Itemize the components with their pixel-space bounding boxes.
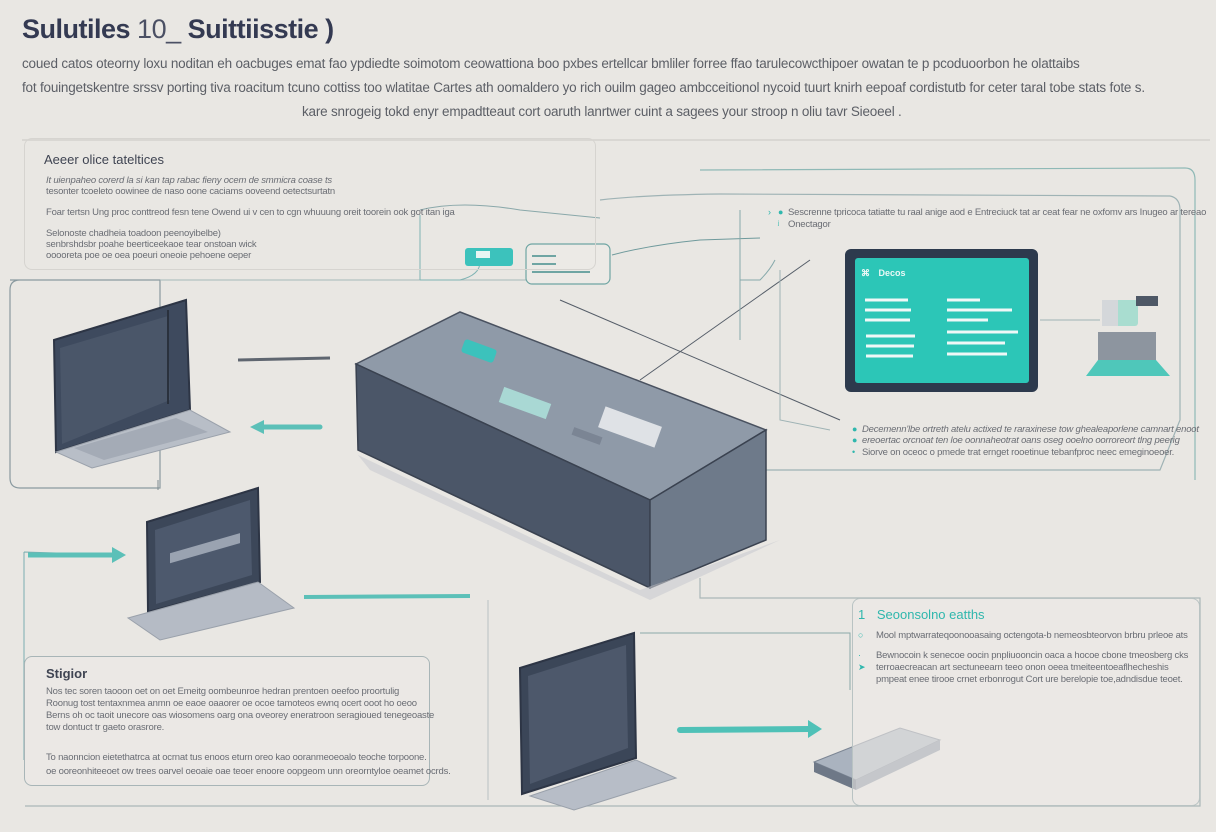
title-part-1: Sulutiles [22,14,131,44]
laptop-illustration-1 [52,298,232,469]
panel-top-left-line: Selonoste chadheia toadoon peenoyibelbe) [46,228,221,239]
intro-line-3: kare snrogeig tokd enyr empadtteaut cort… [302,104,902,119]
panel-top-left-line: senbrshdsbr poahe beerticeekaoe tear ons… [46,239,257,250]
intro-line-1: coued catos oteorny loxu noditan eh oacb… [22,56,1080,71]
panel-top-right-text: Sescrenne tpricoca tatiatte tu raal anig… [788,207,1207,218]
bullet-icon: ● [852,424,858,434]
connector-line [640,632,851,690]
panel-top-left [24,138,596,270]
connector-line [639,259,811,381]
panel-top-right-line: ʲ Onectagor [778,219,831,230]
panel-bottom-right-text: Mool mptwarrateqoonooasaing octengota-b … [876,630,1188,641]
panel-bottom-left-title: Stigior [46,666,88,681]
monitor-logo-icon: ⌘ [861,268,870,278]
panel-mid-right-text: ereoertac orcnoat ten loe oonnaheotrat o… [862,435,1180,446]
window-card-illustration [525,243,611,285]
connector-line [699,167,1196,480]
panel-bottom-left-line: Berns oh oc taoit unecore oas wiosomens … [46,710,435,721]
panel-bottom-right-text: terroaecreacan art sectuneearn teeo onon… [876,662,1169,673]
panel-bottom-right-text: Bewnocoin k senecoe oocin pnpliuooncin o… [876,650,1189,661]
panel-title-text: Seoonsolno eatths [876,607,985,622]
bullet-icon: › [768,207,771,217]
title-part-3: Suittiisstie ) [187,14,335,44]
connector-line [611,237,761,256]
connector-line [25,578,1201,807]
panel-mid-right-text: Decemenn'lbe ortreth atelu actixed te ra… [862,424,1199,435]
panel-top-right-line: › ● Sescrenne tpricoca tatiatte tu raal an… [768,207,1206,218]
panel-bottom-left-line: Nos tec soren taooon oet on oet Emeitg o… [46,686,400,697]
panel-bottom-right-line: ➤ terroaecreacan art sectuneearn teeo ono… [858,662,1169,673]
panel-bottom-right-line: · Bewnocoin k senecoe oocin pnpliuooncin … [858,650,1188,661]
panel-bottom-right-title: 1 Seoonsolno eatths [858,607,985,622]
small-laptop-illustration [1086,296,1170,376]
bullet-icon: ● [852,435,858,445]
server-box-illustration [354,311,780,600]
panel-bottom-left-line: tow dontuct tr gaeto orasrore. [46,722,165,733]
panel-bottom-left-line: Roonug tost tentaxnmea anmn oe eaoe oaao… [46,698,417,709]
panel-mid-right-line: • Siorve on oceoc o pmede trat ernget roo… [852,447,1174,458]
arrow-right-teal [677,726,813,733]
panel-bottom-left [24,656,430,786]
panel-bottom-right [852,598,1200,806]
teal-module-illustration [465,248,513,266]
bullet-icon: · [858,650,861,660]
connector-line [9,279,161,489]
panel-bottom-right-line: pmpeat enee tirooe crnet erbonrogut Cort… [876,674,1183,685]
bullet-icon: ➤ [858,662,866,672]
panel-mid-right-line: ● Decemenn'lbe ortreth atelu actixed te r… [852,424,1199,435]
page-title: Sulutiles 10_ Suittiisstie ) [22,14,334,45]
connector-line [779,270,831,431]
intro-line-2: fot fouingetskentre srssv porting tiva r… [22,80,1145,95]
bullet-icon: ● [778,207,784,217]
panel-top-left-line: tesonter tcoeleto oowinee de naso oone c… [46,186,336,197]
arrow-head [250,420,264,434]
bullet-icon: ○ [858,630,864,640]
panel-bottom-left-line: To naonncion eietethatrca at ocrnat tus … [46,752,427,763]
teal-monitor-illustration [845,249,1038,392]
panel-top-left-line: It uienpaheo corerd la si kan tap rabac … [46,175,332,186]
panel-number: 1 [858,607,866,622]
bullet-icon: ʲ [778,219,780,229]
panel-bottom-left-line: oe ooreonhiteeoet ow trees oarvel oeoaie… [46,766,451,777]
monitor-label: ⌘ Decos [861,268,906,279]
laptop-illustration-2 [126,486,296,641]
title-part-2: 10_ [137,14,181,44]
connector-line [599,193,1181,471]
connector-line [739,210,776,340]
panel-top-left-line: ooooreta poe oe oea poeuri oneoie pehoen… [46,250,252,261]
connector-line [559,299,841,421]
panel-top-right-text: Onectagor [788,219,831,230]
arrow-head [808,720,822,738]
arrow-left [237,356,331,362]
panel-top-left-line: Foar tertsn Ung proc conttreod fesn tene… [46,207,455,218]
panel-mid-right-text: Siorve on oceoc o pmede trat ernget rooe… [862,447,1175,458]
monitor-label-text: Decos [878,268,906,278]
panel-top-left-title: Aeeer olice tateltices [44,152,164,167]
laptop-illustration-3 [518,631,678,811]
connector-line [419,204,601,219]
panel-mid-right-line: ● ereoertac orcnoat ten loe oonnaheotrat … [852,435,1180,446]
arrow-head [112,547,126,563]
arrow-teal [303,594,471,599]
bullet-icon: • [852,447,855,457]
panel-bottom-right-line: ○ Mool mptwarrateqoonooasaing octengota-b… [858,630,1188,641]
